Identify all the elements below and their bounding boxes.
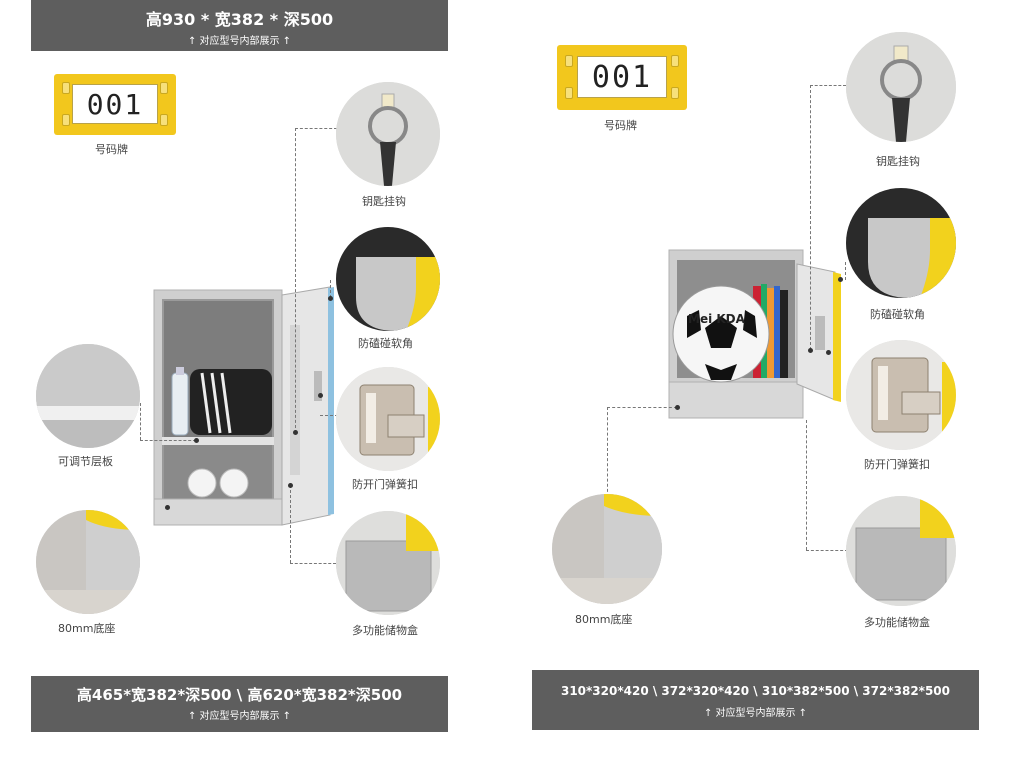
right-base-label: 80mm底座 xyxy=(575,613,633,626)
right-plate-label: 号码牌 xyxy=(604,119,637,132)
left-base-label: 80mm底座 xyxy=(58,622,116,635)
left-bottom-dims: 高465*宽382*深500 \ 高620*宽382*深500 xyxy=(76,686,403,704)
plate-pin xyxy=(160,82,168,94)
right-spring-lock-circle xyxy=(846,340,956,450)
left-soft-corner-label: 防磕碰软角 xyxy=(358,337,413,350)
right-soft-corner-circle xyxy=(846,188,956,298)
left-box-line xyxy=(290,485,291,563)
right-corner-line xyxy=(845,262,846,280)
plate-pin xyxy=(62,82,70,94)
right-plate-number: 001 xyxy=(577,56,667,98)
right-key-hook-circle xyxy=(846,32,956,142)
left-box-dot xyxy=(288,483,293,488)
right-ball-brand: Mei KDA xyxy=(688,312,745,326)
right-key-line-v xyxy=(810,85,811,350)
plate-pin xyxy=(160,114,168,126)
plate-pin xyxy=(565,87,573,99)
left-key-hook-label: 钥匙挂钩 xyxy=(362,195,406,208)
left-locker-image xyxy=(153,286,334,526)
left-soft-corner-circle xyxy=(336,227,440,331)
right-lock-dot xyxy=(826,350,831,355)
right-soft-corner-label: 防磕碰软角 xyxy=(870,308,925,321)
left-base-circle xyxy=(36,510,140,614)
right-storage-box-label: 多功能储物盒 xyxy=(864,616,930,629)
right-spring-lock-label: 防开门弹簧扣 xyxy=(864,458,930,471)
right-bottom-banner: 310*320*420 \ 372*320*420 \ 310*382*500 … xyxy=(532,670,979,730)
left-plate-label: 号码牌 xyxy=(95,143,128,156)
right-base-dot xyxy=(675,405,680,410)
right-corner-dot xyxy=(838,277,843,282)
plate-pin xyxy=(565,55,573,67)
right-bottom-note: ↑ 对应型号内部展示 ↑ xyxy=(703,708,808,719)
left-storage-box-label: 多功能储物盒 xyxy=(352,624,418,637)
right-key-line xyxy=(810,85,846,86)
left-storage-box-circle xyxy=(336,511,440,615)
left-bottom-note: ↑ 对应型号内部展示 ↑ xyxy=(187,711,292,722)
right-base-circle xyxy=(552,494,662,604)
left-corner-dot xyxy=(328,296,333,301)
plate-pin xyxy=(671,87,679,99)
left-shelf-circle xyxy=(36,344,140,448)
left-shelf-dot xyxy=(194,438,199,443)
left-spring-lock-label: 防开门弹簧扣 xyxy=(352,478,418,491)
left-key-hook-circle xyxy=(336,82,440,186)
right-base-line xyxy=(607,407,608,497)
left-plate-number: 001 xyxy=(72,84,158,124)
right-locker-image xyxy=(668,249,841,419)
right-number-plate: 001 xyxy=(557,45,687,110)
left-shelf-line xyxy=(140,403,141,440)
left-corner-line xyxy=(330,280,331,298)
left-base-dot xyxy=(165,505,170,510)
right-box-line xyxy=(806,420,807,550)
left-lock-dot xyxy=(318,393,323,398)
right-key-dot xyxy=(808,348,813,353)
left-key-line xyxy=(295,128,337,129)
right-storage-box-circle xyxy=(846,496,956,606)
left-top-note: ↑ 对应型号内部展示 ↑ xyxy=(187,36,292,47)
right-base-line-h xyxy=(607,407,677,408)
right-bottom-dims: 310*320*420 \ 372*320*420 \ 310*382*500 … xyxy=(560,684,950,698)
left-box-line-h xyxy=(290,563,336,564)
left-spring-lock-circle xyxy=(336,367,440,471)
right-box-line-h xyxy=(806,550,848,551)
right-key-hook-label: 钥匙挂钩 xyxy=(876,155,920,168)
left-top-dims: 高930 * 宽382 * 深500 xyxy=(145,10,334,29)
left-shelf-line-h xyxy=(140,440,196,441)
left-shelf-label: 可调节层板 xyxy=(58,455,113,468)
left-lock-line xyxy=(320,415,338,416)
left-number-plate: 001 xyxy=(54,74,176,135)
left-key-dot xyxy=(293,430,298,435)
plate-pin xyxy=(671,55,679,67)
left-key-line-v xyxy=(295,128,296,433)
plate-pin xyxy=(62,114,70,126)
left-bottom-banner: 高465*宽382*深500 \ 高620*宽382*深500 ↑ 对应型号内部… xyxy=(31,676,448,732)
left-top-banner: 高930 * 宽382 * 深500 ↑ 对应型号内部展示 ↑ xyxy=(31,0,448,51)
